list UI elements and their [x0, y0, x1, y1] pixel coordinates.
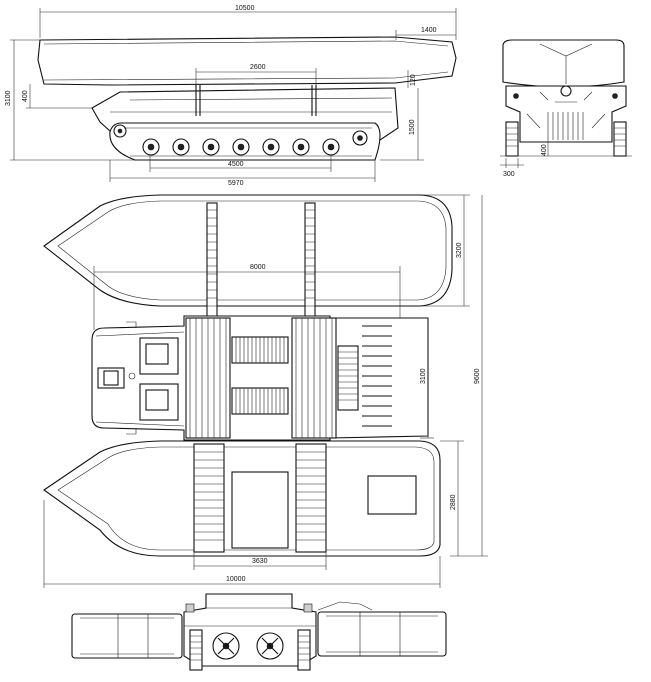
dim-track-4500: 4500 — [228, 161, 244, 168]
dim-lower-width-2880: 2880 — [450, 494, 457, 510]
dim-front-track-300: 300 — [503, 171, 515, 178]
dim-span-2600: 2600 — [250, 64, 266, 71]
ramp-lower-left — [193, 443, 225, 553]
top-view: 8000 3200 3100 9600 2880 3630 10000 — [43, 194, 488, 588]
dim-hull-width-3100: 3100 — [420, 368, 427, 384]
dim-lower-length-10000: 10000 — [226, 576, 246, 583]
dim-overall-length: 10500 — [235, 5, 255, 12]
front-right-track — [613, 121, 627, 157]
side-view: 10500 1400 2600 3100 400 120 1500 4500 5… — [5, 5, 457, 187]
side-track — [109, 122, 381, 161]
side-pontoon — [37, 36, 457, 86]
dim-pontoon-width-3200: 3200 — [456, 242, 463, 258]
hull-top — [91, 315, 429, 441]
dim-height-120: 120 — [410, 74, 417, 86]
dim-pontoon-overhang: 1400 — [421, 27, 437, 34]
rear-pontoon-left — [71, 613, 183, 659]
dim-height-1500: 1500 — [409, 119, 416, 135]
vent-slots — [362, 325, 392, 427]
dim-deck-3630: 3630 — [252, 558, 268, 565]
dim-height-total: 3100 — [5, 90, 12, 106]
rear-hull — [183, 593, 317, 667]
road-wheels — [113, 124, 368, 156]
propellers — [212, 632, 284, 660]
front-pontoon — [502, 39, 625, 88]
front-grille — [526, 112, 606, 140]
front-hull — [505, 85, 627, 143]
dim-height-400: 400 — [22, 90, 29, 102]
dim-total-width-9600: 9600 — [474, 368, 481, 384]
dim-front-ground-400: 400 — [541, 144, 548, 156]
rear-pontoon-right — [317, 611, 447, 657]
front-view: 400 300 — [500, 39, 632, 178]
upper-pontoon — [43, 194, 453, 307]
front-left-track — [505, 121, 519, 157]
ramp-lower-right — [295, 443, 327, 553]
rear-view — [71, 593, 447, 671]
dim-pontoon-span-8000: 8000 — [250, 264, 266, 271]
dim-hull-5970: 5970 — [228, 180, 244, 187]
